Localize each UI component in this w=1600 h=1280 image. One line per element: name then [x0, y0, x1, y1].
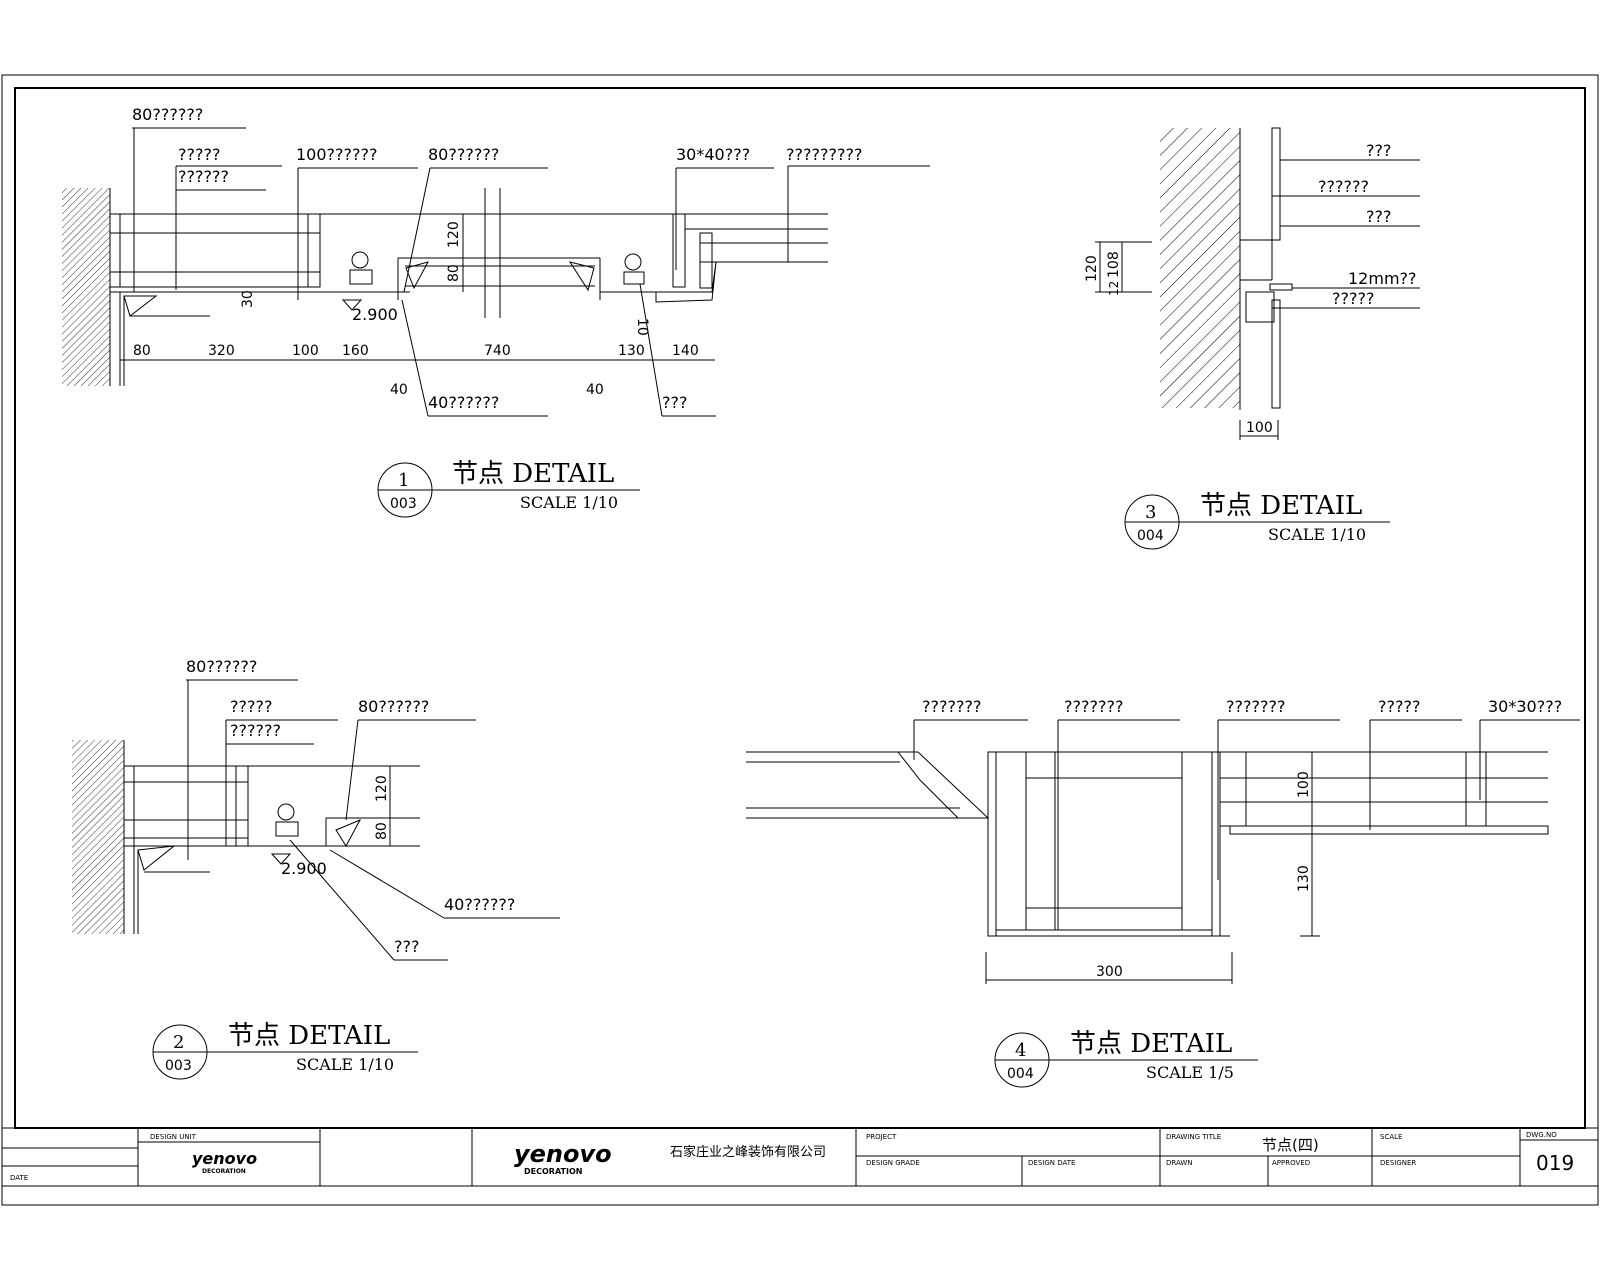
- detail-4: 100 130 300 ??????? ??????? ??????? ????…: [746, 697, 1580, 1088]
- d1-d130: 130: [618, 343, 645, 359]
- d2-v120: 120: [374, 775, 390, 802]
- d3-label-b: ??????: [1318, 177, 1369, 196]
- logo-small-sub: DECORATION: [202, 1168, 246, 1175]
- design-unit-label: DESIGN UNIT: [150, 1133, 197, 1141]
- detail-2: 2.900 120 80 80?????? ????? ?????? 80???…: [72, 657, 560, 1080]
- d1-label-h: 40??????: [428, 393, 499, 412]
- d1-caption-scale: SCALE 1/10: [520, 493, 618, 512]
- logo-main: yenovo: [514, 1140, 612, 1168]
- d3-label-d: 12mm??: [1348, 269, 1417, 288]
- design-date-label: DESIGN DATE: [1028, 1159, 1075, 1167]
- d1-d160: 160: [342, 343, 369, 359]
- d3-h100: 100: [1246, 420, 1273, 436]
- designer-label: DESIGNER: [1380, 1159, 1416, 1167]
- d2-label-c: ??????: [230, 721, 281, 740]
- d3-v120: 120: [1084, 255, 1100, 282]
- d3-caption-sheet: 004: [1137, 528, 1164, 544]
- d4-h300: 300: [1096, 964, 1123, 980]
- d2-elev: 2.900: [281, 859, 327, 878]
- detail-1: 2.900 120 80 30 10 80 320 100 160 740 13…: [62, 105, 930, 518]
- d1-d320: 320: [208, 343, 235, 359]
- d2-caption-sheet: 003: [165, 1058, 192, 1074]
- d1-caption-num: 1: [398, 470, 409, 491]
- drawing-title: 节点(四): [1262, 1136, 1319, 1154]
- d2-caption-scale: SCALE 1/10: [296, 1055, 394, 1074]
- d4-label-c: ???????: [1226, 697, 1285, 716]
- logo-small: yenovo: [192, 1149, 257, 1168]
- d4-caption-title: 节点 DETAIL: [1070, 1029, 1232, 1059]
- d3-caption-scale: SCALE 1/10: [1268, 525, 1366, 544]
- d4-caption-sheet: 004: [1007, 1066, 1034, 1082]
- project-label: PROJECT: [866, 1133, 897, 1141]
- d2-label-e: 80??????: [358, 697, 429, 716]
- d3-v12: 12: [1107, 281, 1121, 296]
- d1-label-c: ??????: [178, 167, 229, 186]
- d1-d40b: 40: [586, 382, 604, 398]
- drawn-label: DRAWN: [1166, 1159, 1193, 1167]
- detail-3: 120 108 12 100 ??? ?????? ??? 12mm?? ???…: [1084, 127, 1420, 550]
- d2-label-i: ???: [394, 937, 419, 956]
- d1-caption-title: 节点 DETAIL: [452, 459, 614, 489]
- d2-v80: 80: [374, 822, 390, 840]
- dwg-no-label: DWG.NO: [1526, 1131, 1557, 1139]
- logo-main-sub: DECORATION: [524, 1167, 582, 1176]
- d1-label-a: 80??????: [132, 105, 203, 124]
- d3-label-e: ?????: [1332, 289, 1374, 308]
- dwg-no: 019: [1536, 1151, 1574, 1175]
- scale-label: SCALE: [1380, 1133, 1402, 1141]
- d4-caption-num: 4: [1015, 1040, 1026, 1061]
- d1-label-i: ???: [662, 393, 687, 412]
- d4-label-a: ???????: [922, 697, 981, 716]
- d1-d40a: 40: [390, 382, 408, 398]
- d3-label-a: ???: [1366, 141, 1391, 160]
- d1-elev: 2.900: [352, 305, 398, 324]
- d1-v120: 120: [446, 221, 462, 248]
- d1-d740: 740: [484, 343, 511, 359]
- d4-label-b: ???????: [1064, 697, 1123, 716]
- inner-border: [14, 87, 1586, 1129]
- title-block: DESIGN UNIT DATE yenovo DECORATION yenov…: [1, 1127, 1599, 1187]
- d4-v100: 100: [1296, 771, 1312, 798]
- d4-label-d: ?????: [1378, 697, 1420, 716]
- d3-label-c: ???: [1366, 207, 1391, 226]
- d2-caption-title: 节点 DETAIL: [228, 1021, 390, 1051]
- d1-v30: 30: [240, 290, 256, 308]
- d2-caption-num: 2: [173, 1032, 184, 1053]
- approved-label: APPROVED: [1272, 1159, 1310, 1167]
- wall-hatch: [62, 188, 110, 386]
- d1-label-g: ?????????: [786, 145, 862, 164]
- d1-label-d: 100??????: [296, 145, 378, 164]
- d1-d140: 140: [672, 343, 699, 359]
- d1-d100: 100: [292, 343, 319, 359]
- d3-caption-title: 节点 DETAIL: [1200, 491, 1362, 521]
- d1-v80: 80: [446, 264, 462, 282]
- d2-label-a: 80??????: [186, 657, 257, 676]
- d4-label-e: 30*30???: [1488, 697, 1562, 716]
- d2-label-h: 40??????: [444, 895, 515, 914]
- d1-label-b: ?????: [178, 145, 220, 164]
- d3-v108: 108: [1106, 251, 1122, 278]
- d1-d80: 80: [133, 343, 151, 359]
- drawing-title-label: DRAWING TITLE: [1166, 1133, 1221, 1141]
- d4-caption-scale: SCALE 1/5: [1146, 1063, 1234, 1082]
- wall-hatch: [72, 740, 124, 934]
- d1-caption-sheet: 003: [390, 496, 417, 512]
- d1-label-f: 30*40???: [676, 145, 750, 164]
- design-grade-label: DESIGN GRADE: [866, 1159, 920, 1167]
- date-label: DATE: [10, 1174, 28, 1182]
- d3-caption-num: 3: [1145, 502, 1156, 523]
- d1-label-e: 80??????: [428, 145, 499, 164]
- d4-v130: 130: [1296, 865, 1312, 892]
- d2-label-b: ?????: [230, 697, 272, 716]
- wall-hatch: [1160, 128, 1240, 408]
- company-name: 石家庄业之峰装饰有限公司: [670, 1144, 826, 1160]
- outer-border: [1, 74, 1599, 1206]
